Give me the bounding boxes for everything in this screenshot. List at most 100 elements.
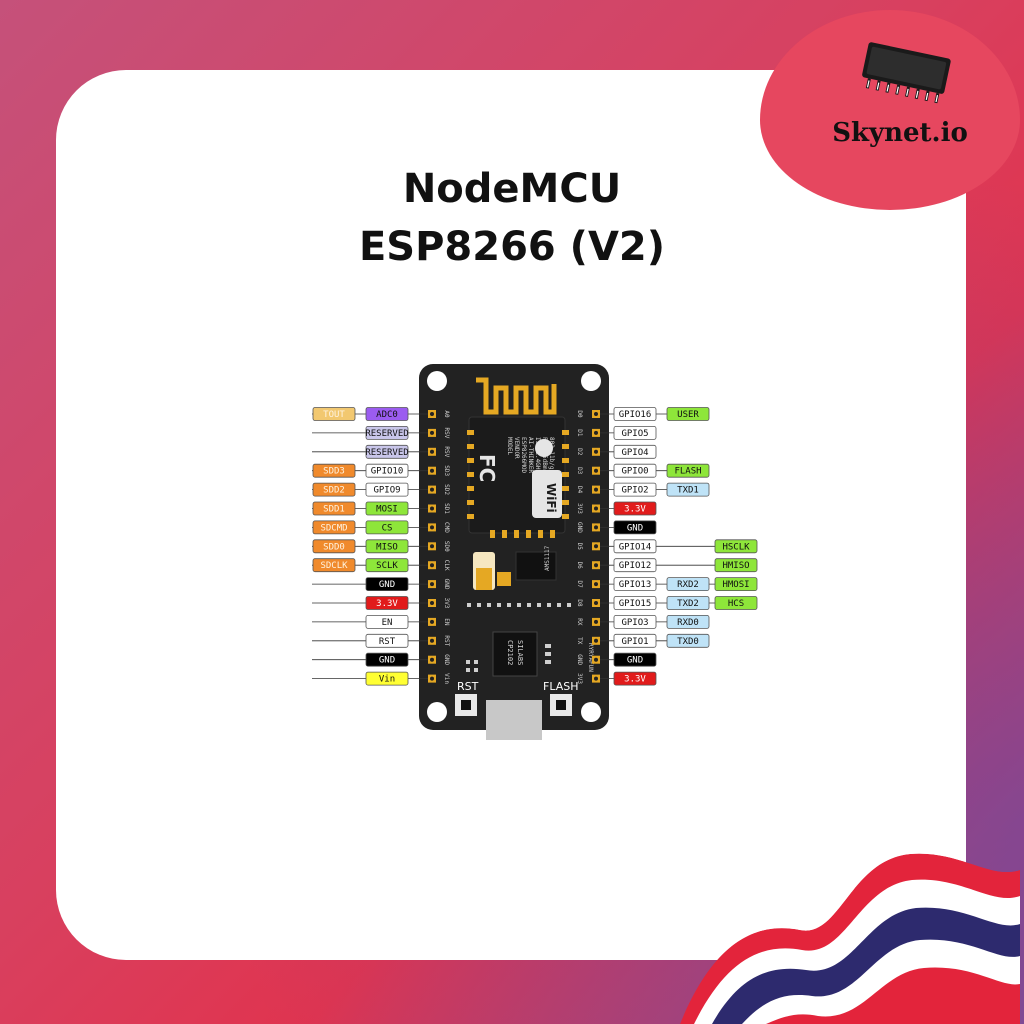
pin-label-sdio: SDD3 xyxy=(312,463,356,478)
silk-pin-name: D6 xyxy=(576,562,583,570)
svg-text:GPIO14: GPIO14 xyxy=(619,542,652,552)
svg-text:GPIO16: GPIO16 xyxy=(619,410,652,420)
silk-pin-name: 3V3 xyxy=(576,503,583,514)
pin-label-green: HMISO xyxy=(714,558,758,573)
pin-label-sdio: SDD0 xyxy=(312,539,356,554)
pin-label-sdio: SDD1 xyxy=(312,501,356,516)
svg-text:TXD2: TXD2 xyxy=(677,599,699,609)
pin-label-gpio: GPIO16 xyxy=(613,407,657,421)
svg-text:GPIO13: GPIO13 xyxy=(619,580,652,590)
svg-text:GPIO4: GPIO4 xyxy=(621,448,648,458)
silk-pin-name: TX xyxy=(576,637,583,645)
silk-pin-name: SD2 xyxy=(443,484,450,495)
pin-label-uart: RXD0 xyxy=(666,615,710,629)
pin-label-v33: 3.3V xyxy=(613,501,657,516)
pin-label-green: USER xyxy=(666,407,710,421)
svg-text:TOUT: TOUT xyxy=(323,410,345,420)
pin-label-gnd: GND xyxy=(613,520,657,535)
silk-pin-name: GND xyxy=(443,654,450,665)
pin-label-sdio: SDCLK xyxy=(312,558,356,573)
pin-label-gnd: GND xyxy=(365,652,409,667)
pin-label-uart: TXD0 xyxy=(666,633,710,648)
brand-name: Skynet.io xyxy=(832,118,968,148)
svg-text:RST: RST xyxy=(379,637,396,647)
page-title: NodeMCU ESP8266 (V2) xyxy=(0,160,1024,276)
svg-text:AI-THINKER: AI-THINKER xyxy=(527,437,534,474)
svg-text:GPIO9: GPIO9 xyxy=(373,486,400,496)
voltage-regulator xyxy=(515,551,557,581)
svg-text:SDD3: SDD3 xyxy=(323,467,345,477)
silk-pin-name: RSV xyxy=(443,446,450,457)
silk-pin-name: EN xyxy=(443,618,450,626)
svg-text:MISO: MISO xyxy=(376,542,398,552)
svg-text:GPIO15: GPIO15 xyxy=(619,599,652,609)
pin-label-tout: TOUT xyxy=(312,407,356,421)
pin-label-green: CS xyxy=(365,520,409,535)
title-line-1: NodeMCU xyxy=(402,166,622,212)
svg-text:802.11b/g/n: 802.11b/g/n xyxy=(548,437,555,477)
pin-label-gpio: GPIO0 xyxy=(613,463,657,478)
pin-label-gpio: GPIO13 xyxy=(613,577,657,591)
silk-pin-name: RSV xyxy=(443,427,450,438)
svg-text:GPIO12: GPIO12 xyxy=(619,561,652,571)
pin-label-gpio: GPIO9 xyxy=(365,482,409,497)
ic-chip-icon xyxy=(862,42,951,104)
pin-label-green: SCLK xyxy=(365,558,409,573)
micro-usb-port xyxy=(486,700,542,740)
pin-label-green: MISO xyxy=(365,539,409,554)
usb-uart-chip xyxy=(492,631,538,677)
svg-text:FLASH: FLASH xyxy=(674,467,701,477)
pin-label-green: MOSI xyxy=(365,501,409,516)
pin-label-gnd: GND xyxy=(365,577,409,591)
svg-text:MODEL: MODEL xyxy=(506,437,513,455)
svg-text:RXD2: RXD2 xyxy=(677,580,699,590)
silk-pin-name: D7 xyxy=(576,580,583,588)
svg-text:GND: GND xyxy=(379,580,395,590)
svg-text:HMOSI: HMOSI xyxy=(722,580,749,590)
wifi-logo xyxy=(532,470,562,518)
svg-text:GPIO1: GPIO1 xyxy=(621,637,648,647)
pin-label-green: HSCLK xyxy=(714,539,758,554)
svg-text:RESERVED: RESERVED xyxy=(365,429,408,439)
pin-label-gpio: GPIO2 xyxy=(613,482,657,497)
silk-pin-name: GND xyxy=(576,522,583,533)
pin-label-gnd: GND xyxy=(613,652,657,667)
silk-pin-name: D3 xyxy=(576,467,583,475)
rst-label: RST xyxy=(457,680,479,693)
svg-text:VENDOR: VENDOR xyxy=(513,437,520,459)
silk-pin-name: GND xyxy=(443,579,450,590)
pin-label-gpio: GPIO12 xyxy=(613,558,657,573)
svg-text:MOSI: MOSI xyxy=(376,505,398,515)
silk-pin-name: A0 xyxy=(443,410,450,418)
silk-pin-name: SD0 xyxy=(443,541,450,552)
silk-pin-name: D4 xyxy=(576,486,583,494)
silk-pin-name: D1 xyxy=(576,429,583,437)
pin-label-v33: 3.3V xyxy=(365,596,409,610)
silk-pin-name: SD3 xyxy=(443,465,450,476)
svg-text:GPIO5: GPIO5 xyxy=(621,429,648,439)
svg-text:RYRYAFUN: RYRYAFUN xyxy=(587,643,594,672)
pin-label-gpio: GPIO4 xyxy=(613,444,657,459)
pin-label-reserved: RESERVED xyxy=(365,425,409,440)
svg-text:SILABS: SILABS xyxy=(516,640,524,665)
pin-label-uart: TXD2 xyxy=(666,596,710,610)
title-line-2: ESP8266 (V2) xyxy=(358,224,666,270)
pin-label-vin: Vin xyxy=(365,671,409,686)
svg-text:HMISO: HMISO xyxy=(722,561,749,571)
pin-label-gpio: EN xyxy=(365,615,409,629)
svg-text:HSCLK: HSCLK xyxy=(722,542,750,552)
svg-text:ADC0: ADC0 xyxy=(376,410,398,420)
pin-label-green: FLASH xyxy=(666,463,710,478)
svg-text:3.3V: 3.3V xyxy=(624,505,646,515)
pin-label-gpio: GPIO1 xyxy=(613,633,657,648)
pin-label-adc: ADC0 xyxy=(365,407,409,421)
svg-text:3.3V: 3.3V xyxy=(624,675,646,685)
svg-text:CP2102: CP2102 xyxy=(506,640,514,665)
pin-label-gpio: RST xyxy=(365,633,409,648)
pin-label-gpio: GPIO10 xyxy=(365,463,409,478)
svg-text:GPIO2: GPIO2 xyxy=(621,486,648,496)
